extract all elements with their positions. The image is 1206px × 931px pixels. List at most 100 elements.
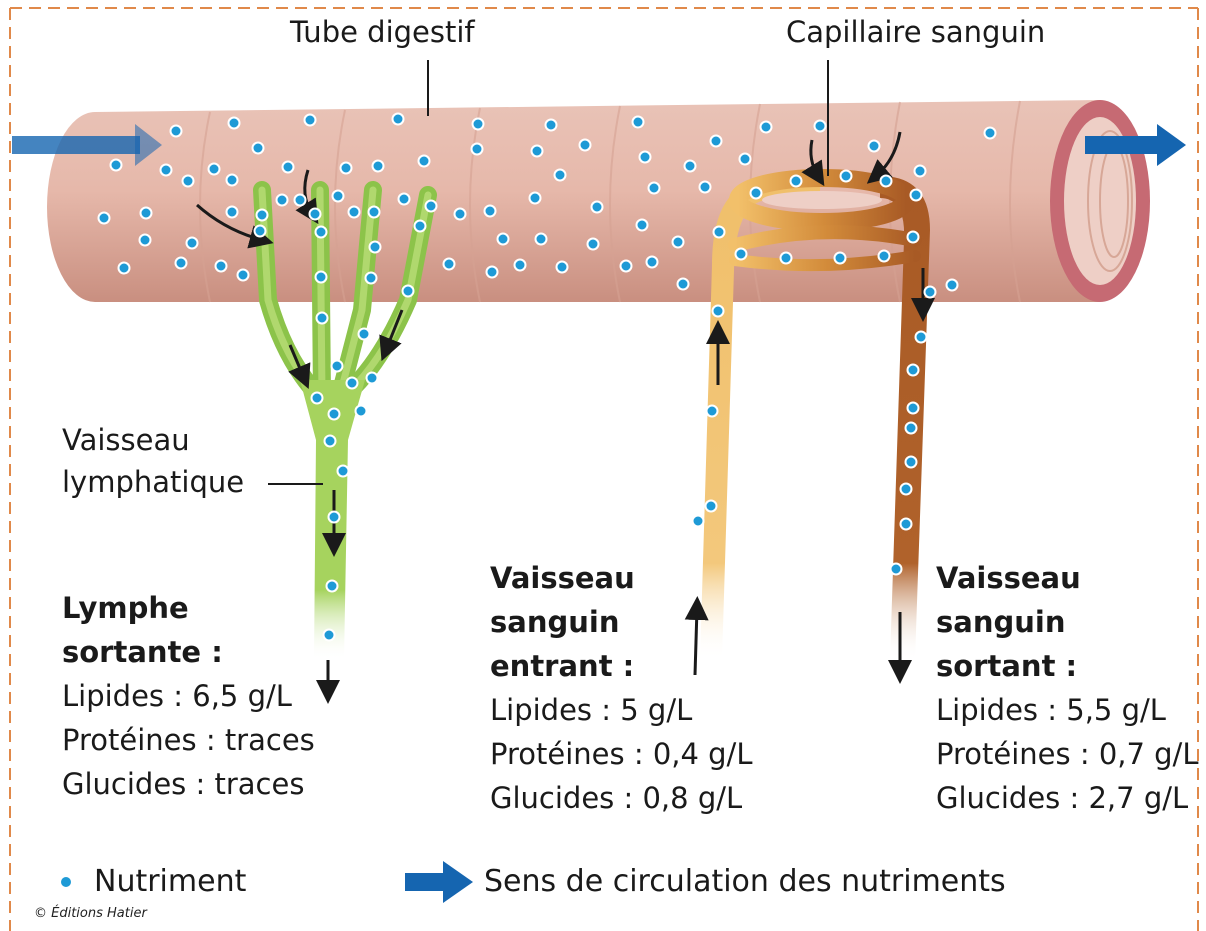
nutrient-dot (295, 195, 306, 206)
nutrient-dot (640, 152, 651, 163)
nutrient-dot (908, 365, 919, 376)
nutrient-dot (791, 176, 802, 187)
nutrient-dot (367, 373, 378, 384)
incoming-glucides: Glucides : 0,8 g/L (490, 776, 753, 820)
nutrient-dot (678, 279, 689, 290)
nutrient-dot (532, 146, 543, 157)
nutrient-dot (530, 193, 541, 204)
incoming-lipides: Lipides : 5 g/L (490, 688, 753, 732)
nutrient-dot (906, 457, 917, 468)
nutrient-dot (329, 409, 340, 420)
outgoing-glucides: Glucides : 2,7 g/L (936, 776, 1199, 820)
nutrient-dot (141, 208, 152, 219)
nutrient-dot (403, 286, 414, 297)
nutrient-dot (761, 122, 772, 133)
nutrient-dot (327, 581, 338, 592)
nutrient-dot (329, 512, 340, 523)
nutrient-dot (649, 183, 660, 194)
nutrient-dot (216, 261, 227, 272)
lymph-glucides: Glucides : traces (62, 762, 315, 806)
nutrient-dot (399, 194, 410, 205)
copyright: © Éditions Hatier (34, 906, 147, 921)
legend-nutrient-label: Nutriment (94, 862, 246, 902)
nutrient-dot (633, 117, 644, 128)
tube-label: Tube digestif (290, 10, 475, 54)
nutrient-dot (325, 436, 336, 447)
nutrient-dot (99, 213, 110, 224)
nutrient-dot (227, 175, 238, 186)
nutrient-dot (444, 259, 455, 270)
outgoing-lipides: Lipides : 5,5 g/L (936, 688, 1199, 732)
lymph-proteines: Protéines : traces (62, 718, 315, 762)
nutrient-dot (815, 121, 826, 132)
nutrient-dot (419, 156, 430, 167)
nutrient-dot (310, 209, 321, 220)
nutrient-dot (359, 329, 370, 340)
lymph-title-1: Lymphe (62, 586, 315, 630)
nutrient-dot (227, 207, 238, 218)
nutrient-dot (685, 161, 696, 172)
nutrient-dot (140, 235, 151, 246)
nutrient-dot (714, 227, 725, 238)
outgoing-title-2: sanguin (936, 600, 1199, 644)
nutrient-dot (713, 306, 724, 317)
nutrient-dot (209, 164, 220, 175)
lymph-vessel-label-1: Vaisseau (62, 418, 190, 462)
nutrient-dot (707, 406, 718, 417)
nutrient-dot (312, 393, 323, 404)
nutrient-dot (700, 182, 711, 193)
nutrient-dot (916, 332, 927, 343)
nutrient-dot (515, 260, 526, 271)
nutrient-dot (557, 262, 568, 273)
nutrient-dot (985, 128, 996, 139)
nutrient-dot (915, 166, 926, 177)
nutrient-dot (455, 209, 466, 220)
nutrient-dot (621, 261, 632, 272)
nutrient-dot (841, 171, 852, 182)
nutrient-dot (485, 206, 496, 217)
outgoing-proteines: Protéines : 0,7 g/L (936, 732, 1199, 776)
legend-nutrient-icon (60, 876, 72, 888)
lymph-title-2: sortante : (62, 630, 315, 674)
nutrient-dot (333, 191, 344, 202)
nutrient-dot (637, 220, 648, 231)
nutrient-dot (366, 273, 377, 284)
nutrient-dot (316, 227, 327, 238)
nutrient-dot (229, 118, 240, 129)
legend-flow-label: Sens de circulation des nutriments (484, 862, 1006, 902)
lymph-lipides: Lipides : 6,5 g/L (62, 674, 315, 718)
nutrient-dot (592, 202, 603, 213)
nutrient-dot (369, 207, 380, 218)
nutrient-dot (161, 165, 172, 176)
nutrient-dot (487, 267, 498, 278)
nutrient-dot (906, 423, 917, 434)
nutrient-dot (711, 136, 722, 147)
nutrient-dot (373, 161, 384, 172)
nutrient-dot (740, 154, 751, 165)
nutrient-dot (324, 630, 335, 641)
nutrient-dot (498, 234, 509, 245)
nutrient-dot (472, 144, 483, 155)
nutrient-dot (879, 251, 890, 262)
nutrient-dot (341, 163, 352, 174)
nutrient-dot (781, 253, 792, 264)
nutrient-dot (580, 140, 591, 151)
nutrient-dot (536, 234, 547, 245)
nutrient-dot (908, 232, 919, 243)
nutrient-dot (277, 195, 288, 206)
nutrient-dot (947, 280, 958, 291)
nutrient-dot (751, 188, 762, 199)
nutrient-dot (647, 257, 658, 268)
nutrient-dot (835, 253, 846, 264)
nutrient-dot (901, 519, 912, 530)
nutrient-dot (426, 201, 437, 212)
outgoing-block: Vaisseau sanguin sortant : Lipides : 5,5… (936, 556, 1199, 820)
nutrient-dot (238, 270, 249, 281)
nutrient-dot (332, 361, 343, 372)
incoming-proteines: Protéines : 0,4 g/L (490, 732, 753, 776)
nutrient-dot (317, 313, 328, 324)
nutrient-dot (908, 403, 919, 414)
nutrient-dot (588, 239, 599, 250)
nutrient-dot (370, 242, 381, 253)
nutrient-dot (349, 207, 360, 218)
